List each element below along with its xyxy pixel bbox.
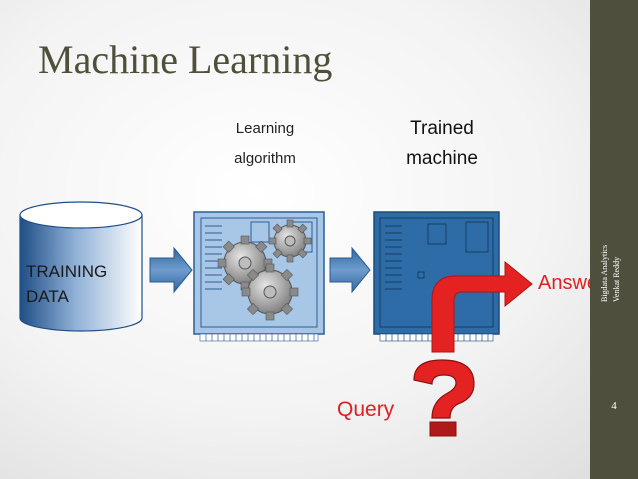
gears-icon (217, 219, 312, 321)
slide-title: Machine Learning (38, 37, 333, 82)
query-label: Query (337, 398, 395, 421)
arrow-right-icon (149, 246, 193, 294)
arrow-right-icon (329, 246, 371, 294)
answer-arrow-icon (431, 260, 533, 353)
training-label-line1: TRAINING (26, 262, 108, 281)
training-data-label: TRAINING DATA (26, 259, 107, 309)
learning-algorithm-label: Learning algorithm (210, 114, 320, 174)
answer-label: Answer (538, 272, 605, 294)
trained-machine-label: Trained machine (392, 114, 492, 174)
training-label-line2: DATA (26, 287, 69, 306)
sidebar-text-line1: Bigdata Analytics (600, 244, 609, 302)
trained-label-line2: machine (406, 148, 478, 169)
sidebar-text-line2: Venkat Reddy (612, 256, 621, 302)
page-number: 4 (611, 400, 617, 412)
learning-label-line2: algorithm (234, 150, 296, 167)
learning-label-line1: Learning (235, 120, 295, 137)
sidebar-author-text: Bigdata Analytics Venkat Reddy (599, 212, 629, 302)
sidebar-band (590, 0, 638, 479)
trained-label-line1: Trained (410, 118, 474, 139)
training-data-cylinder (19, 201, 143, 332)
question-mark-icon (413, 359, 475, 437)
